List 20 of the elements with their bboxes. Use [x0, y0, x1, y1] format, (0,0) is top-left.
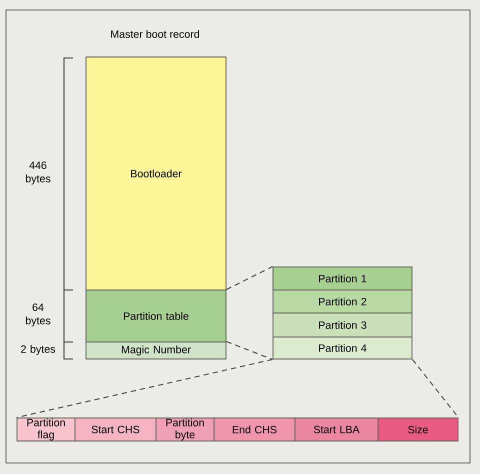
zoom-line — [226, 341, 273, 360]
field-cell: Partition flag — [16, 418, 76, 442]
field-cell: End CHS — [214, 418, 296, 442]
zoom-line — [16, 358, 273, 418]
partition-row: Partition 3 — [272, 312, 412, 338]
zoom-line — [226, 266, 273, 290]
title: Master boot record — [111, 30, 200, 38]
partition-row: Partition 4 — [272, 336, 412, 360]
field-cell: Size — [378, 418, 458, 442]
size-label: 446 bytes — [26, 162, 50, 184]
size-label: 2 bytes — [21, 345, 56, 355]
memory-block: Magic Number — [86, 342, 226, 360]
size-label: 64 bytes — [26, 304, 50, 326]
partition-row: Partition 1 — [272, 266, 412, 290]
memory-block: Partition table — [86, 290, 226, 342]
field-cell: Partition byte — [156, 418, 214, 442]
partition-row: Partition 2 — [272, 290, 412, 314]
field-cell: Start LBA — [294, 418, 378, 442]
memory-block: Bootloader — [86, 56, 226, 290]
field-cell: Start CHS — [74, 418, 156, 442]
